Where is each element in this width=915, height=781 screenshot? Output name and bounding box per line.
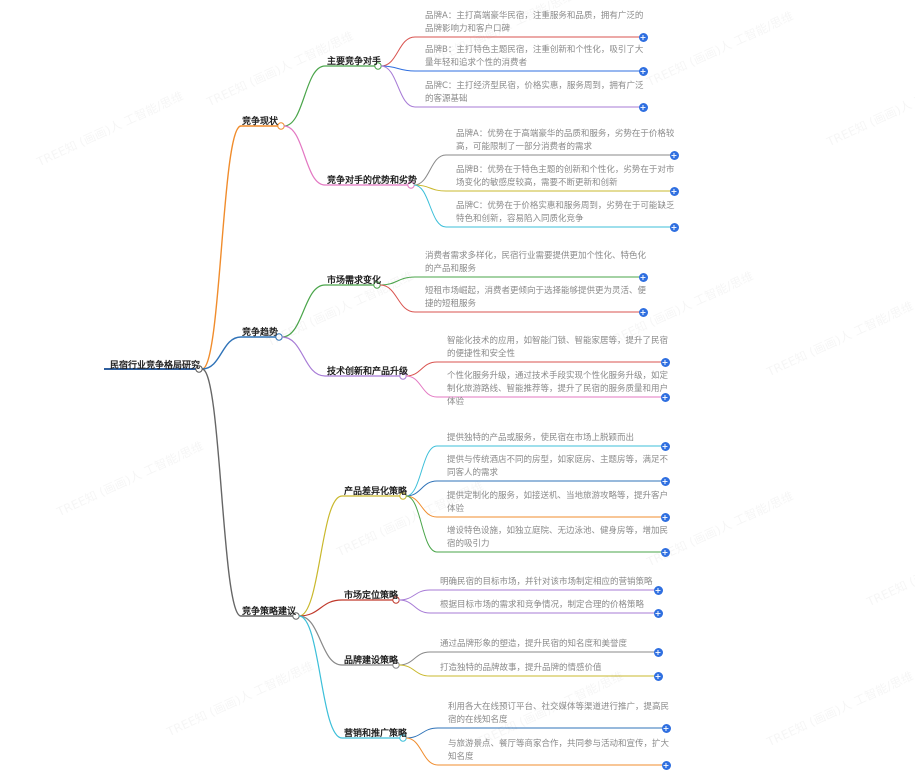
expand-plus-icon[interactable]: + xyxy=(660,357,670,367)
subtopic-1-0-label[interactable]: 市场需求变化 xyxy=(327,276,382,286)
leaf-connector xyxy=(413,154,447,186)
expand-plus-icon[interactable]: + xyxy=(660,392,670,402)
subtopic-connector xyxy=(281,336,326,377)
branch-connector xyxy=(201,368,242,617)
leaf-text: 通过品牌形象的塑造，提升民宿的知名度和美誉度 xyxy=(440,639,628,649)
leaf-text: 品牌C：优势在于价格实惠和服务周到，劣势在于可能缺乏特色和创新，容易陷入同质化竞… xyxy=(456,201,675,224)
expand-plus-icon[interactable]: + xyxy=(660,441,670,451)
branch-2-label[interactable]: 竞争策略建议 xyxy=(242,607,297,617)
leaf-connector xyxy=(380,65,416,72)
subtopic-connector xyxy=(283,65,326,127)
leaf-text: 与旅游景点、餐厅等商家合作，共同参与活动和宣传，扩大知名度 xyxy=(448,739,670,762)
expand-plus-icon[interactable]: + xyxy=(653,608,663,618)
subtopic-connector xyxy=(281,284,326,338)
leaf-text: 利用各大在线预订平台、社交媒体等渠道进行推广，提高民宿的在线知名度 xyxy=(448,702,670,725)
leaf-connector xyxy=(398,589,431,601)
leaf-text: 根据目标市场的需求和竞争情况，制定合理的价格策略 xyxy=(440,600,645,610)
leaf-text: 智能化技术的应用，如智能门锁、智能家居等，提升了民宿的便捷性和安全性 xyxy=(447,336,669,359)
leaf-connector xyxy=(413,184,447,228)
leaf-connector xyxy=(380,65,416,108)
leaf-connector xyxy=(398,599,431,614)
expand-plus-icon[interactable]: + xyxy=(653,647,663,657)
expand-plus-icon[interactable]: + xyxy=(660,512,670,522)
leaf-connector xyxy=(379,284,416,313)
leaf-text: 个性化服务升级，通过技术手段实现个性化服务升级，如定制化旅游路线、智能推荐等，提… xyxy=(447,371,669,407)
expand-plus-icon[interactable]: + xyxy=(669,222,679,232)
expand-plus-icon[interactable]: + xyxy=(653,585,663,595)
leaf-connector xyxy=(413,184,447,192)
leaf-text: 打造独特的品牌故事，提升品牌的情感价值 xyxy=(440,663,602,673)
leaf-text: 提供独特的产品或服务，使民宿在市场上脱颖而出 xyxy=(447,433,635,443)
leaf-text: 短租市场崛起，消费者更倾向于选择能够提供更为灵活、便捷的短租服务 xyxy=(425,286,647,309)
branch-connector xyxy=(201,125,242,370)
leaf-text: 消费者需求多样化，民宿行业需要提供更加个性化、特色化的产品和服务 xyxy=(425,251,647,274)
expand-plus-icon[interactable]: + xyxy=(653,671,663,681)
leaf-text: 明确民宿的目标市场，并针对该市场制定相应的营销策略 xyxy=(440,577,653,587)
subtopic-0-1-label[interactable]: 竞争对手的优势和劣势 xyxy=(327,176,418,186)
subtopic-2-0-label[interactable]: 产品差异化策略 xyxy=(344,487,408,497)
subtopic-connector xyxy=(298,615,343,666)
expand-plus-icon[interactable]: + xyxy=(660,547,670,557)
leaf-text: 品牌C：主打经济型民宿，价格实惠，服务周到，拥有广泛的客源基础 xyxy=(425,81,644,104)
leaf-connector xyxy=(405,480,438,497)
leaf-text: 增设特色设施，如独立庭院、无边泳池、健身房等，增加民宿的吸引力 xyxy=(447,526,669,549)
leaf-connector xyxy=(398,664,431,677)
leaf-connector xyxy=(405,375,438,398)
expand-plus-icon[interactable]: + xyxy=(669,186,679,196)
leaf-connector xyxy=(379,276,416,286)
branch-dot xyxy=(277,122,285,130)
branch-connector xyxy=(201,336,242,370)
leaf-text: 品牌A：主打高端豪华民宿，注重服务和品质，拥有广泛的品牌影响力和客户口碑 xyxy=(425,11,644,34)
branch-1-label[interactable]: 竞争趋势 xyxy=(242,328,279,338)
leaf-text: 品牌A：优势在于高端豪华的品质和服务，劣势在于价格较高，可能限制了一部分消费者的… xyxy=(456,129,675,152)
subtopic-2-1-label[interactable]: 市场定位策略 xyxy=(344,591,399,601)
expand-plus-icon[interactable]: + xyxy=(638,102,648,112)
leaf-text: 品牌B：优势在于特色主题的创新和个性化，劣势在于对市场变化的敏感度较高，需要不断… xyxy=(456,165,675,188)
subtopic-connector xyxy=(298,615,343,739)
expand-plus-icon[interactable]: + xyxy=(638,66,648,76)
subtopic-2-2-label[interactable]: 品牌建设策略 xyxy=(344,656,399,666)
leaf-connector xyxy=(380,36,416,67)
expand-plus-icon[interactable]: + xyxy=(661,760,671,770)
expand-plus-icon[interactable]: + xyxy=(638,272,648,282)
expand-plus-icon[interactable]: + xyxy=(638,307,648,317)
expand-plus-icon[interactable]: + xyxy=(638,32,648,42)
leaf-text: 提供与传统酒店不同的房型，如家庭房、主题房等，满足不同客人的需求 xyxy=(447,455,669,478)
expand-plus-icon[interactable]: + xyxy=(669,150,679,160)
expand-plus-icon[interactable]: + xyxy=(661,723,671,733)
leaf-connector xyxy=(405,737,439,766)
leaf-connector xyxy=(405,495,438,553)
branch-0-label[interactable]: 竞争现状 xyxy=(242,117,279,127)
root-topic[interactable]: 民宿行业竞争格局研究 xyxy=(110,361,201,371)
subtopic-connector xyxy=(283,125,326,186)
subtopic-2-3-label[interactable]: 营销和推广策略 xyxy=(344,729,408,739)
leaf-connector xyxy=(398,651,431,666)
leaf-connector xyxy=(405,361,438,377)
subtopic-connector xyxy=(298,495,343,617)
subtopic-1-1-label[interactable]: 技术创新和产品升级 xyxy=(327,367,409,377)
subtopic-connector xyxy=(298,599,343,617)
leaf-text: 品牌B：主打特色主题民宿，注重创新和个性化，吸引了大量年轻和追求个性的消费者 xyxy=(425,45,644,68)
subtopic-0-0-label[interactable]: 主要竞争对手 xyxy=(327,57,382,67)
expand-plus-icon[interactable]: + xyxy=(660,476,670,486)
leaf-connector xyxy=(405,727,439,739)
leaf-connector xyxy=(405,445,438,497)
leaf-connector xyxy=(405,495,438,518)
leaf-text: 提供定制化的服务，如接送机、当地旅游攻略等，提升客户体验 xyxy=(447,491,669,514)
